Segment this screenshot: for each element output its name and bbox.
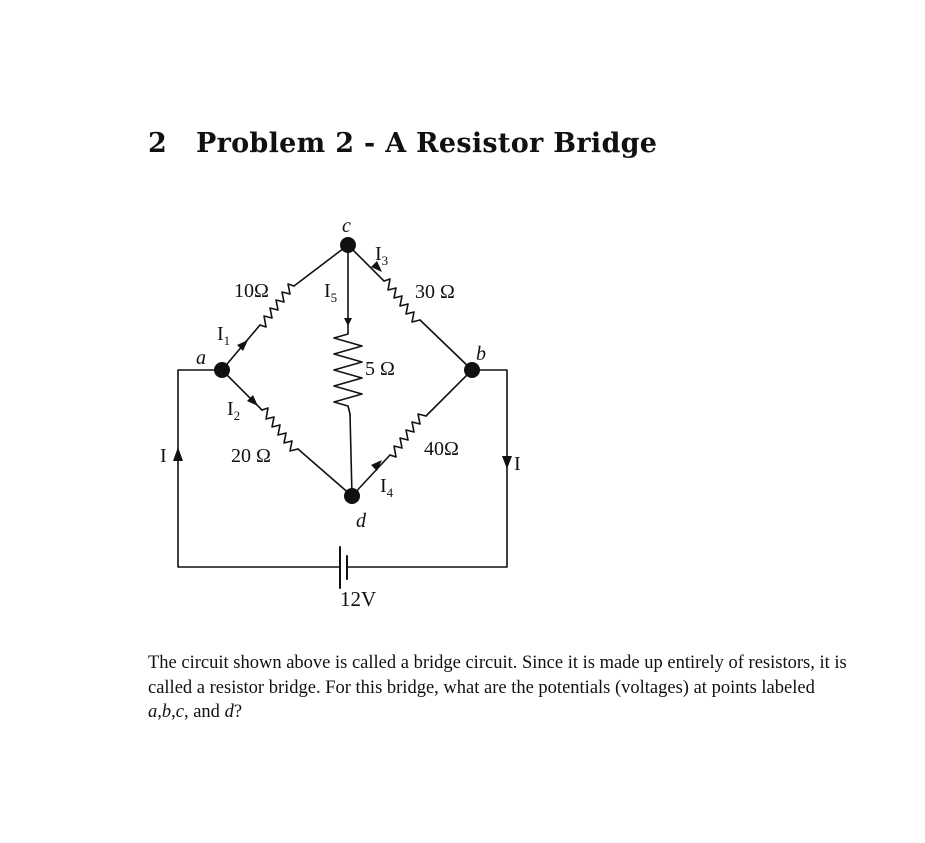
- arrow-i4: [371, 460, 382, 471]
- comma-2: ,: [171, 702, 176, 723]
- question-mark: ?: [233, 702, 243, 723]
- current-i-left-label: I: [160, 445, 167, 467]
- resistor-20-ohm-label: 20 Ω: [231, 445, 271, 467]
- resistor-30-ohm-label: 30 Ω: [415, 281, 455, 303]
- node-a-label: a: [196, 347, 206, 369]
- wire-c-b: [347, 244, 385, 282]
- var-a: a: [148, 702, 158, 723]
- resistor-10-ohm-label: 10Ω: [234, 280, 269, 302]
- arrow-i-left: [173, 447, 183, 461]
- wire-c-d-bottom: [349, 413, 353, 497]
- wire-left: [177, 369, 341, 568]
- node-c-label: c: [342, 215, 351, 237]
- resistor-5-ohm-label: 5 Ω: [365, 358, 395, 380]
- problem-text-main: The circuit shown above is called a brid…: [148, 653, 847, 698]
- section-number: 2: [148, 128, 168, 159]
- battery-label: 12V: [340, 587, 376, 611]
- node-d-label: d: [356, 510, 367, 532]
- wire-d-left: [297, 448, 353, 497]
- section-title-text: Problem 2 - A Resistor Bridge: [196, 128, 658, 159]
- resistor-10-ohm: [259, 283, 295, 328]
- arrow-i1: [237, 340, 248, 351]
- current-i3-label: I3: [375, 243, 388, 268]
- var-c: c: [175, 702, 184, 723]
- arrow-i3: [371, 261, 382, 272]
- wire-right: [346, 369, 508, 568]
- var-d: d: [224, 702, 234, 723]
- resistor-30-ohm: [383, 278, 421, 323]
- node-b-label: b: [476, 343, 486, 365]
- arrow-i-right: [502, 456, 512, 469]
- resistor-40-ohm: [389, 413, 427, 458]
- node-c-dot: [340, 237, 356, 253]
- resistor-40-ohm-label: 40Ω: [424, 438, 459, 460]
- resistor-20-ohm: [261, 407, 299, 452]
- current-i1-label: I1: [217, 323, 230, 348]
- resistor-bridge-figure: a b c d 10Ω 30 Ω 5 Ω 20 Ω 40Ω I I I1 I2 …: [150, 205, 570, 625]
- current-i5-label: I5: [324, 280, 337, 305]
- comma-1: ,: [157, 702, 162, 723]
- node-b-dot: [464, 362, 480, 378]
- section-heading: 2 Problem 2 - A Resistor Bridge: [148, 128, 657, 159]
- current-i2-label: I2: [227, 398, 240, 423]
- wire-c-left: [293, 244, 349, 287]
- current-i-right-label: I: [514, 453, 521, 475]
- current-i4-label: I4: [380, 475, 394, 500]
- circuit-diagram: a b c d 10Ω 30 Ω 5 Ω 20 Ω 40Ω I I I1 I2 …: [160, 215, 521, 611]
- and-text: , and: [183, 702, 225, 723]
- node-d-dot: [344, 488, 360, 504]
- wire-b-top: [419, 319, 473, 371]
- wire-d-b: [351, 454, 391, 497]
- resistor-5-ohm: [333, 323, 363, 415]
- var-b: b: [161, 702, 172, 723]
- wire-b-bottom: [425, 369, 473, 417]
- arrow-i2: [247, 395, 258, 406]
- node-a-dot: [214, 362, 230, 378]
- problem-text: The circuit shown above is called a brid…: [148, 651, 848, 725]
